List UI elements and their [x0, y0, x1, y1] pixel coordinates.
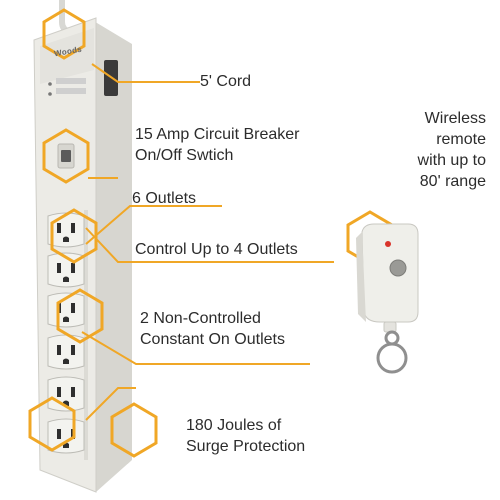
leader-lines	[81, 63, 334, 421]
hexagon-icon	[110, 402, 158, 458]
feature-label-control: Control Up to 4 Outlets	[135, 239, 298, 260]
remote-illustration	[356, 223, 419, 374]
breaker-switch	[61, 150, 71, 162]
hexagon-icon	[42, 128, 90, 184]
remote-label-line: 80' range	[419, 173, 486, 190]
hexagon-icon	[50, 208, 98, 264]
hexagon-icon	[28, 396, 76, 452]
hexagon-icon	[42, 8, 86, 60]
feature-label-line: On/Off Swtich	[135, 147, 234, 164]
remote-button	[389, 259, 407, 277]
feature-label-line: 180 Joules of	[186, 417, 282, 434]
feature-label-line: Surge Protection	[186, 438, 306, 455]
feature-label-line: Constant On Outlets	[140, 331, 285, 348]
leader-line-constant	[81, 331, 310, 365]
feature-label-line: 2 Non-Controlled	[140, 310, 261, 327]
feature-label-outlets: 6 Outlets	[132, 188, 196, 209]
remote-label-line: remote	[436, 131, 486, 148]
remote-label-line: with up to	[417, 152, 486, 169]
remote-body	[361, 223, 419, 323]
feature-label-surge: 180 Joules of Surge Protection	[186, 415, 305, 457]
remote-led	[385, 241, 391, 247]
indicator-led-2	[48, 92, 52, 96]
indicator-led	[48, 82, 52, 86]
feature-label-line: 15 Amp Circuit Breaker	[135, 126, 300, 143]
feature-label-line: 6 Outlets	[132, 190, 197, 207]
remote-label-line: Wireless	[424, 110, 486, 127]
hexagon-icon	[56, 288, 104, 344]
indicator-panel-2	[56, 88, 86, 94]
leader-line-cord	[91, 63, 200, 83]
remote-side	[356, 232, 366, 322]
feature-label-breaker: 15 Amp Circuit Breaker On/Off Swtich	[135, 124, 300, 166]
feature-label-cord: 5' Cord	[200, 71, 251, 92]
outlet	[47, 334, 85, 370]
leader-line-outlets	[85, 205, 222, 245]
indicator-panel	[56, 78, 86, 84]
remote-ring-tab	[383, 321, 397, 333]
remote-keyring	[376, 342, 408, 374]
remote-label: Wireless remote with up to 80' range	[418, 108, 486, 192]
leader-line-surge	[85, 387, 136, 421]
feature-label-line: Control Up to 4 Outlets	[135, 241, 298, 258]
feature-label-constant: 2 Non-Controlled Constant On Outlets	[140, 308, 285, 350]
remote-keyring-link	[384, 330, 400, 346]
feature-label-line: 5' Cord	[200, 73, 252, 90]
